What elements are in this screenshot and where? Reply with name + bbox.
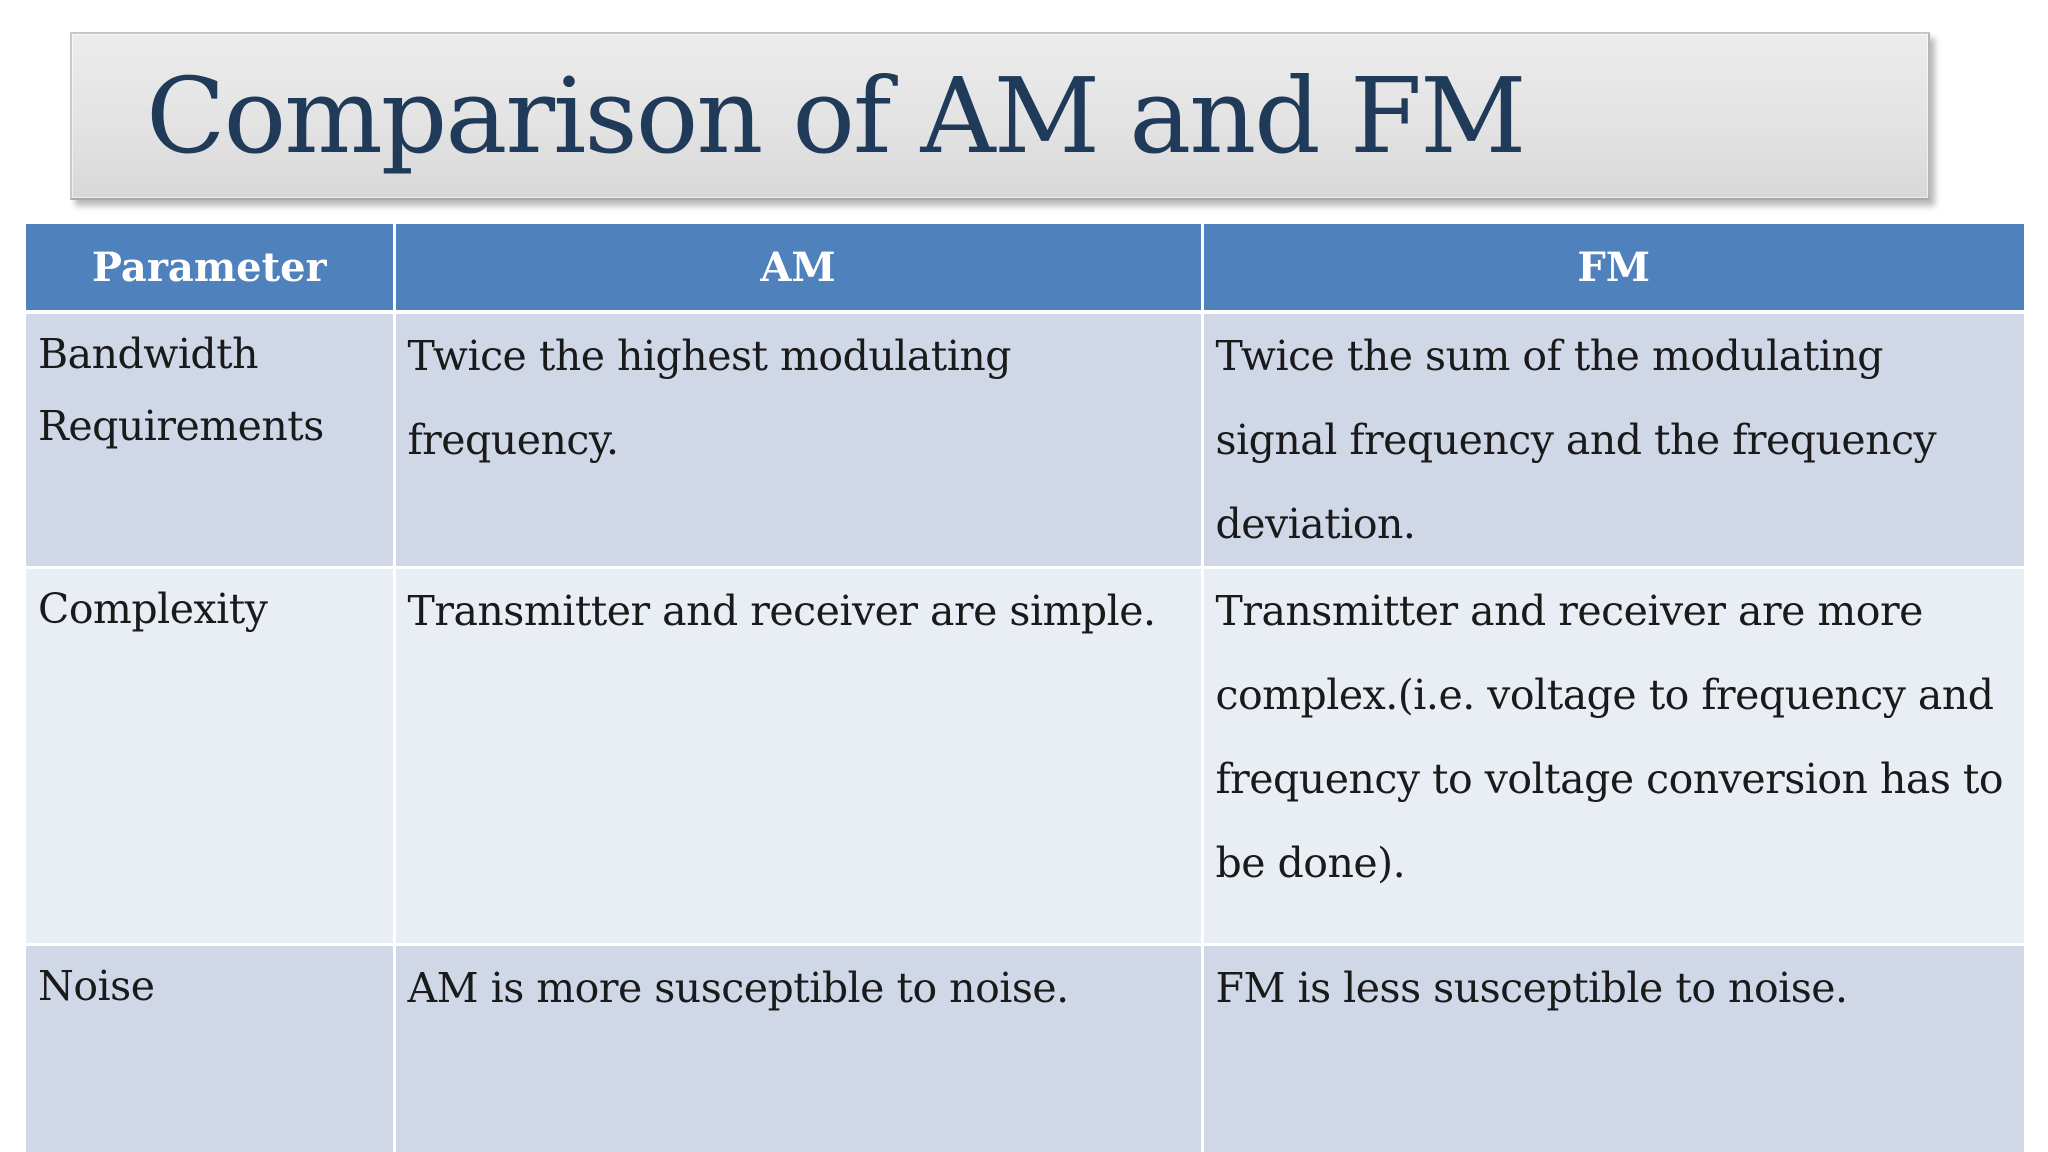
header-am: AM xyxy=(394,224,1204,314)
cell-am: Twice the highest modulating frequency. xyxy=(394,312,1204,569)
cell-am: AM is more susceptible to noise. xyxy=(394,944,1204,1152)
title-banner: Comparison of AM and FM xyxy=(70,32,1930,200)
cell-parameter: Noise xyxy=(26,944,396,1152)
cell-fm: Transmitter and receiver are more comple… xyxy=(1202,567,2024,946)
table-row: Complexity Transmitter and receiver are … xyxy=(26,567,2024,946)
header-fm: FM xyxy=(1202,224,2024,314)
comparison-table: Parameter AM FM Bandwidth Requirements T… xyxy=(26,224,2024,1152)
table-row: Bandwidth Requirements Twice the highest… xyxy=(26,312,2024,569)
cell-am: Transmitter and receiver are simple. xyxy=(394,567,1204,946)
cell-fm: Twice the sum of the modulating signal f… xyxy=(1202,312,2024,569)
cell-fm: FM is less susceptible to noise. xyxy=(1202,944,2024,1152)
table-header-row: Parameter AM FM xyxy=(26,224,2024,314)
header-parameter: Parameter xyxy=(26,224,396,314)
cell-parameter: Complexity xyxy=(26,567,396,946)
cell-parameter: Bandwidth Requirements xyxy=(26,312,396,569)
slide-title: Comparison of AM and FM xyxy=(146,55,1526,177)
table-row: Noise AM is more susceptible to noise. F… xyxy=(26,944,2024,1152)
